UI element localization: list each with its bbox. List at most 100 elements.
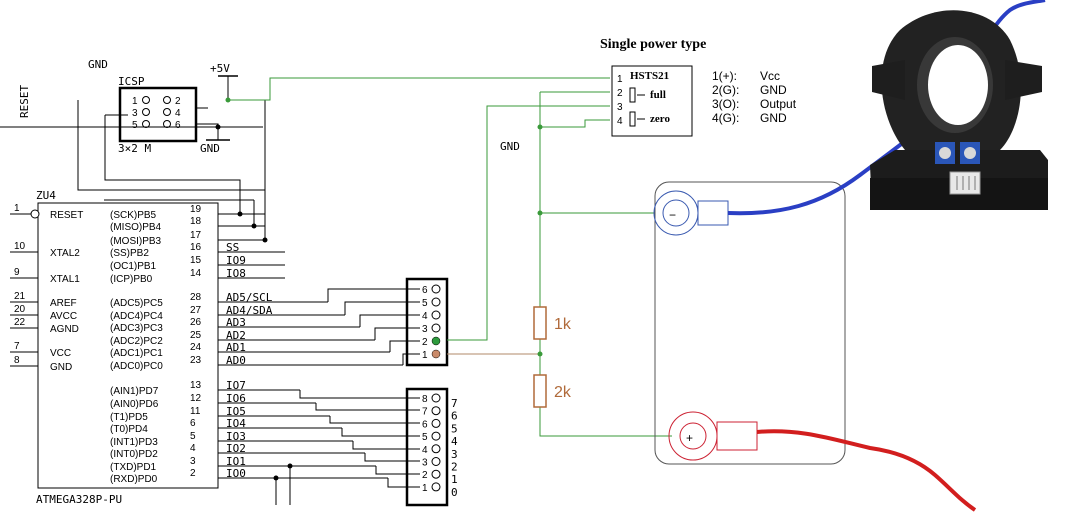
mcu-left-pin-num: 10	[14, 241, 26, 252]
digital-header-side-label: 1	[451, 473, 458, 486]
mcu-ref: ZU4	[36, 189, 56, 202]
pin-table-function: GND	[760, 83, 787, 97]
mcu-left-pin-name: VCC	[50, 348, 71, 359]
mcu-right-pin-num: 14	[190, 268, 202, 279]
mcu-right-pin-num: 12	[190, 393, 202, 404]
icsp-pin-right-num: 2	[175, 96, 181, 107]
zero-label: zero	[650, 113, 670, 125]
pin-table-function: Vcc	[760, 69, 780, 83]
mcu-net-label: AD1	[226, 341, 246, 354]
mcu-left-pin-name: GND	[50, 362, 72, 373]
analog-header-pin-num: 2	[422, 337, 428, 348]
analog-header-pin	[431, 323, 441, 333]
digital-header-pin-num: 4	[422, 445, 428, 456]
green-junctions	[225, 97, 543, 357]
mcu-net-label: AD2	[226, 329, 246, 342]
plus5v-symbol	[218, 75, 238, 100]
mcu-right-pin-name: (T1)PD5	[110, 412, 148, 423]
digital-header-pin-num: 3	[422, 458, 428, 469]
plus-terminal-label: +	[686, 431, 693, 445]
mcu-right-pin-num: 26	[190, 317, 202, 328]
full-label: full	[650, 89, 666, 101]
digital-header-side-label: 4	[451, 435, 458, 448]
mcu-right-pin-num: 11	[190, 406, 201, 417]
mcu-right-pin-num: 4	[190, 443, 196, 454]
mcu-left-pin-num: 7	[14, 341, 20, 352]
mcu-right-pin-name: (T0)PD4	[110, 424, 148, 435]
mcu-right-pin-num: 24	[190, 342, 202, 353]
plus5v-label: +5V	[210, 62, 230, 75]
digital-header-pin	[431, 469, 441, 479]
hsts21-pin-num: 4	[617, 116, 623, 127]
analog-header-pin-num: 5	[422, 298, 428, 309]
mcu-atmega328p: ZU4 1RESET10XTAL29XTAL121AREF20AVCC22AGN…	[10, 189, 403, 506]
mcu-right-pin-name: (ADC3)PC3	[110, 323, 163, 334]
digital-header-pin-num: 2	[422, 470, 428, 481]
digital-header-pin	[431, 457, 441, 466]
mcu-right-pin-name: (ADC2)PC2	[110, 336, 163, 347]
red-cable	[756, 429, 977, 512]
mcu-right-pin-name: (ADC1)PC1	[110, 348, 163, 359]
digital-header-pin	[431, 393, 441, 403]
digital-header-pin	[431, 444, 441, 454]
mcu-right-pin-name: (SS)PB2	[110, 248, 149, 259]
analog-header-pin-num: 4	[422, 311, 428, 322]
mcu-left-pin-num: 21	[14, 291, 26, 302]
mcu-right-pin-name: (ADC0)PC0	[110, 361, 163, 372]
mcu-net-label: IO6	[226, 392, 246, 405]
full-trimmer	[629, 87, 645, 103]
mcu-right-pin-num: 13	[190, 380, 202, 391]
pin-table-pin: 3(O):	[712, 97, 739, 111]
analog-header-pin-num: 6	[422, 285, 428, 296]
mcu-right-pin-num: 6	[190, 418, 196, 429]
mcu-right-pin-name: (OC1)PB1	[110, 261, 157, 272]
pin-table-pin: 2(G):	[712, 83, 739, 97]
pin-table-function: GND	[760, 111, 787, 125]
digital-header-pin	[431, 482, 441, 492]
power-labels: GND +5V GND GND RESET	[18, 58, 520, 155]
icsp-pin-left-num: 5	[132, 120, 138, 131]
ad0-pin-marker	[431, 349, 441, 359]
digital-header-side-label: 2	[451, 461, 458, 474]
icsp-title: ICSP	[118, 75, 145, 88]
mcu-net-label: AD0	[226, 354, 246, 367]
icsp-pin-left-num: 1	[132, 96, 138, 107]
digital-header-pin-num: 7	[422, 407, 428, 418]
sensor-wiring	[228, 77, 672, 437]
minus-terminal-label: −	[669, 208, 676, 222]
digital-header-side-label: 5	[451, 422, 458, 435]
digital-header-pin	[431, 431, 441, 441]
mcu-right-pin-num: 25	[190, 330, 202, 341]
gnd-sensor-label: GND	[500, 140, 520, 153]
gnd-icsp-label: GND	[200, 142, 220, 155]
gnd-top-label: GND	[88, 58, 108, 71]
mcu-part: ATMEGA328P-PU	[36, 493, 122, 506]
mcu-right-pin-num: 5	[190, 431, 196, 442]
mcu-net-label: AD3	[226, 316, 246, 329]
mcu-left-pin-num: 22	[14, 317, 26, 328]
mcu-right-pin-num: 15	[190, 255, 202, 266]
hsts21-pin-num: 3	[617, 102, 623, 113]
mcu-right-pin-name: (SCK)PB5	[110, 210, 157, 221]
mcu-right-pin-name: (ICP)PB0	[110, 274, 153, 285]
mcu-right-pin-name: (MOSI)PB3	[110, 236, 162, 247]
icsp-pin	[142, 96, 150, 104]
analog-header-pin-num: 1	[422, 350, 428, 361]
mcu-left-pin-name: RESET	[50, 210, 83, 221]
mcu-right-pin-num: 2	[190, 468, 196, 479]
icsp-pin-right-num: 4	[175, 108, 181, 119]
digital-header-pin-num: 1	[422, 483, 428, 494]
icsp-pin	[142, 120, 150, 128]
pin-table-pin: 1(+):	[712, 69, 737, 83]
mcu-left-pin-num: 20	[14, 304, 26, 315]
mcu-left-pin-name: AREF	[50, 298, 77, 309]
mcu-net-label: IO3	[226, 430, 246, 443]
hsts21-pin-num: 1	[617, 74, 623, 85]
mcu-right-pin-num: 19	[190, 204, 202, 215]
mcu-net-label: SS	[226, 241, 239, 254]
ad1-pin-marker	[431, 336, 441, 346]
mcu-net-label: AD4/SDA	[226, 304, 273, 317]
